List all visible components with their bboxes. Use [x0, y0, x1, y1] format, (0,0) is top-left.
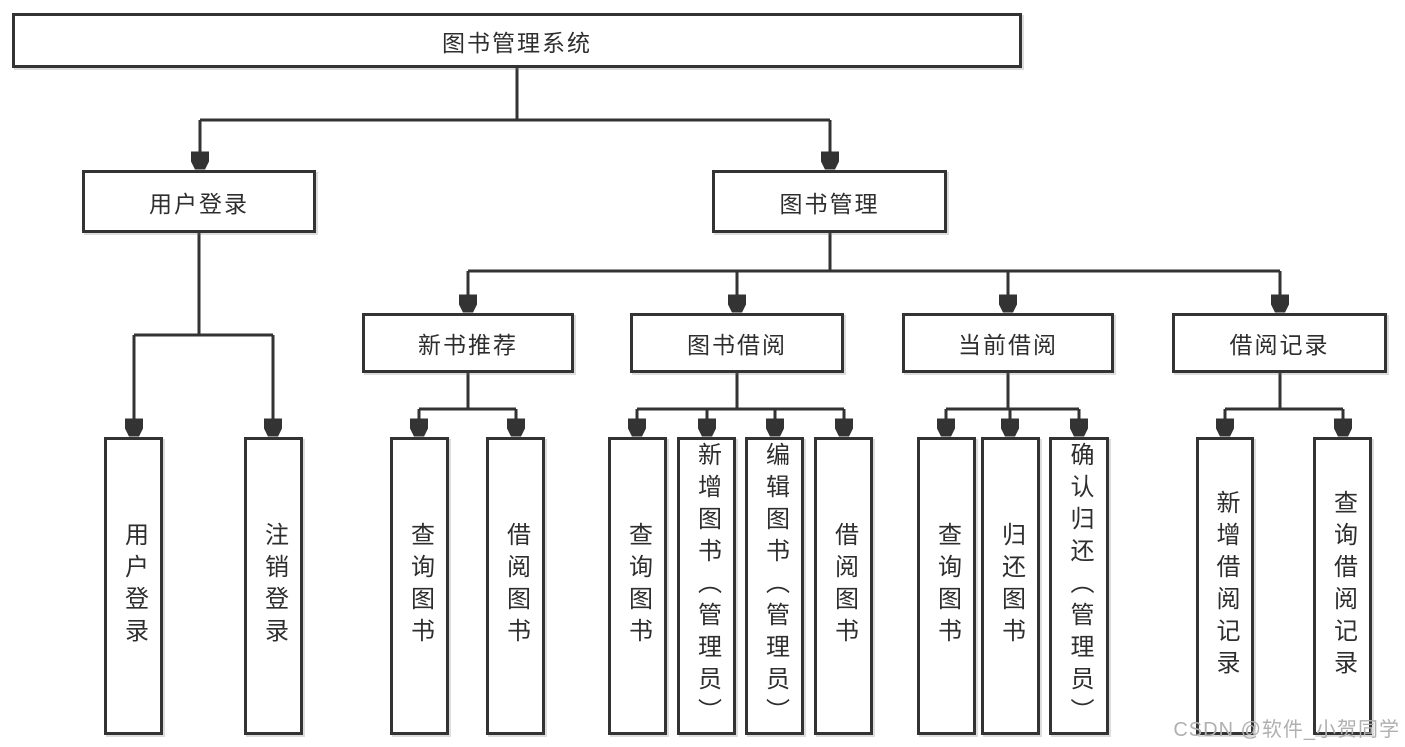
book-management-stem-and-rail [468, 233, 1280, 273]
node-book-borrowing: 图书借阅 [630, 313, 844, 373]
leaf-user-login: 用户登录 [104, 437, 163, 735]
leaf-confirm-return-admin: 确认归还（管理员） [1049, 437, 1109, 735]
node-new-book-recommendation: 新书推荐 [362, 313, 574, 373]
leaf-return-books: 归还图书 [981, 437, 1040, 735]
leaf-edit-books-admin: 编辑图书（管理员） [745, 437, 804, 735]
leaf-add-books-admin: 新增图书（管理员） [677, 437, 736, 735]
csdn-watermark: CSDN @软件_小贺同学 [1173, 719, 1400, 741]
root-stem-and-rail [200, 68, 830, 122]
node-book-management: 图书管理 [712, 170, 947, 233]
node-borrowing-records: 借阅记录 [1172, 313, 1387, 373]
leaf-borrow-books: 借阅图书 [486, 437, 545, 735]
leaf-query-books: 查询图书 [390, 437, 449, 735]
leaf-add-borrow-record: 新增借阅记录 [1196, 437, 1254, 735]
new-book-recommendation-stem-and-rail [419, 373, 516, 411]
node-library-management-system: 图书管理系统 [12, 13, 1022, 68]
borrowing-records-stem-and-rail [1225, 373, 1343, 411]
book-borrowing-stem-and-rail [637, 373, 844, 411]
node-current-borrowing: 当前借阅 [902, 313, 1114, 373]
user-login-stem-and-rail [134, 233, 273, 337]
leaf-borrow-books: 借阅图书 [814, 437, 873, 735]
leaf-query-borrow-record: 查询借阅记录 [1313, 437, 1372, 735]
leaf-query-books: 查询图书 [608, 437, 667, 735]
leaf-query-books: 查询图书 [917, 437, 976, 735]
current-borrowing-stem-and-rail [946, 373, 1079, 411]
leaf-logout: 注销登录 [244, 437, 303, 735]
node-user-login: 用户登录 [82, 170, 316, 233]
